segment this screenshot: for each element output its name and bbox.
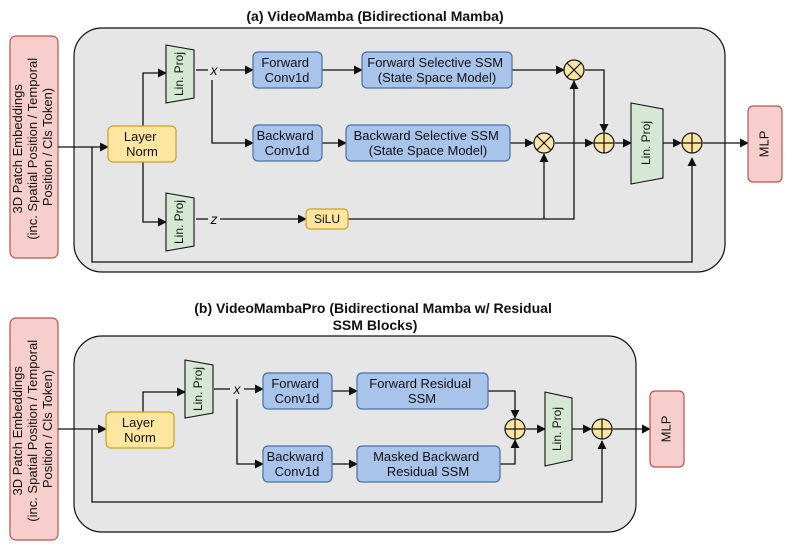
panel-b-forward-conv1d <box>262 372 333 410</box>
panel-b-add-residual-icon <box>591 418 613 440</box>
panel-b-backward-conv1d-label: Backward Conv1d <box>267 449 328 479</box>
panel-b-mlp <box>649 390 685 468</box>
panel-b-container <box>73 335 637 533</box>
panel-b-lin-proj-x-label: Lin. Proj <box>191 367 205 411</box>
panel-a-lin-proj-z <box>165 192 195 252</box>
panel-a-forward-conv1d <box>252 51 323 89</box>
panel-a-lin-proj-z-label: Lin. Proj <box>172 200 186 244</box>
panel-a-backward-ssm <box>345 124 511 162</box>
panel-a-forward-conv1d-label: Forward Conv1d <box>261 55 312 85</box>
panel-a-var-x: x <box>210 62 219 78</box>
panel-b-backward-conv1d <box>262 445 333 483</box>
panel-a-backward-ssm-label: Backward Selective SSM (State Space Mode… <box>354 128 503 158</box>
panel-b-forward-conv1d-label: Forward Conv1d <box>271 376 322 406</box>
panel-a-backward-conv1d <box>252 124 323 162</box>
panel-a-backward-conv1d-label: Backward Conv1d <box>257 128 318 158</box>
panel-a-var-z: z <box>210 211 218 227</box>
panel-a-connections <box>58 65 749 263</box>
panel-a-title: (a) VideoMamba (Bidirectional Mamba) <box>246 8 503 24</box>
panel-b-lin-proj-x <box>184 359 214 419</box>
panel-a-silu-label: SiLU <box>314 212 340 226</box>
panel-b-add-merge-icon <box>504 418 526 440</box>
panel-a-silu <box>305 208 349 230</box>
panel-b-var-x: x <box>233 381 242 397</box>
panel-b-masked-backward-residual-ssm <box>356 445 501 483</box>
panel-a-forward-ssm <box>361 51 513 89</box>
panel-b-lin-proj-out-label: Lin. Proj <box>550 407 564 451</box>
panel-a-input-label: 3D Patch Embeddings (inc. Spatial Positi… <box>10 54 55 239</box>
panel-b-mlp-label: MLP <box>658 416 673 443</box>
panel-a-lin-proj-x-label: Lin. Proj <box>172 52 186 96</box>
panel-a-mlp <box>747 105 783 183</box>
panel-a-layer-norm <box>107 125 177 163</box>
panel-b-title: (b) VideoMambaPro (Bidirectional Mamba w… <box>194 300 555 333</box>
panel-a-lin-proj-out <box>630 102 664 185</box>
panel-a-multiply-backward-icon <box>533 132 555 154</box>
panel-a-mlp-label: MLP <box>756 131 771 158</box>
panel-b-forward-residual-ssm-label: Forward Residual SSM <box>369 376 475 406</box>
panel-b-layer-norm <box>105 411 175 449</box>
panel-a-add-residual-icon <box>681 132 703 154</box>
panel-a-forward-ssm-label: Forward Selective SSM (State Space Model… <box>367 55 506 85</box>
panel-a-lin-proj-x <box>165 44 195 104</box>
panel-b-connections <box>58 384 651 503</box>
panel-b-layer-norm-label: Layer Norm <box>122 415 158 445</box>
panel-a-layer-norm-label: Layer Norm <box>124 129 160 159</box>
panel-a-add-merge-icon <box>593 132 615 154</box>
panel-b-lin-proj-out <box>544 391 573 467</box>
panel-a-multiply-forward-icon <box>563 59 585 81</box>
panel-b-forward-residual-ssm <box>356 372 489 410</box>
panel-b-masked-backward-residual-ssm-label: Masked Backward Residual SSM <box>373 449 483 479</box>
panel-a-lin-proj-out-label: Lin. Proj <box>639 121 653 165</box>
panel-b-input-label: 3D Patch Embeddings (inc. Spatial Positi… <box>10 336 55 521</box>
